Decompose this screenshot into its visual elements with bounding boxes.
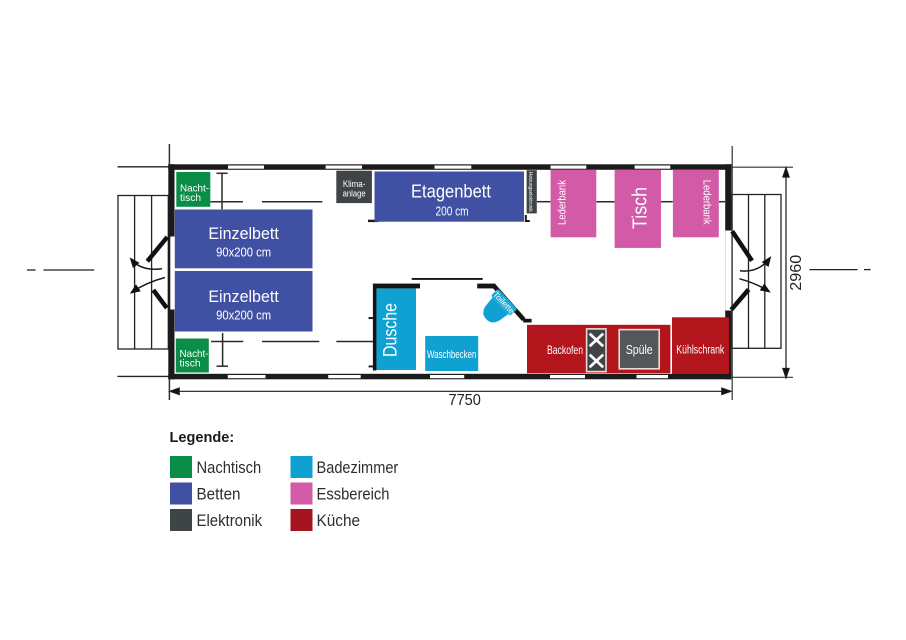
svg-text:Nachtisch: Nachtisch — [197, 459, 262, 477]
svg-text:Nacht-: Nacht- — [180, 349, 209, 360]
svg-text:Elektronik: Elektronik — [197, 512, 263, 530]
svg-text:Essbereich: Essbereich — [317, 486, 390, 504]
svg-text:Legende:: Legende: — [170, 430, 235, 446]
svg-text:Badezimmer: Badezimmer — [317, 459, 399, 477]
svg-text:Betten: Betten — [197, 486, 241, 504]
svg-text:7750: 7750 — [448, 392, 481, 409]
svg-text:tisch: tisch — [180, 359, 201, 370]
svg-text:anlage: anlage — [343, 189, 366, 199]
svg-text:tisch: tisch — [180, 193, 201, 204]
svg-text:90x200 cm: 90x200 cm — [216, 309, 271, 323]
svg-text:Tisch: Tisch — [630, 187, 652, 229]
svg-text:200 cm: 200 cm — [436, 204, 469, 219]
svg-text:Dusche: Dusche — [381, 303, 402, 357]
svg-text:Kühlschrank: Kühlschrank — [676, 344, 724, 356]
svg-text:Heizungselektronik: Heizungselektronik — [527, 172, 533, 212]
svg-text:Nacht-: Nacht- — [180, 183, 209, 194]
svg-text:Lederbank: Lederbank — [701, 180, 713, 225]
svg-text:Klima-: Klima- — [343, 179, 366, 189]
svg-text:Einzelbett: Einzelbett — [208, 224, 279, 243]
svg-text:2960: 2960 — [788, 254, 805, 290]
svg-text:Etagenbett: Etagenbett — [411, 180, 491, 201]
svg-text:90x200 cm: 90x200 cm — [216, 246, 271, 260]
svg-text:Waschbecken: Waschbecken — [427, 349, 476, 361]
svg-text:Spüle: Spüle — [626, 343, 653, 357]
svg-text:Backofen: Backofen — [547, 343, 583, 357]
svg-text:Einzelbett: Einzelbett — [208, 287, 279, 306]
svg-text:Lederbank: Lederbank — [557, 180, 569, 225]
svg-text:Küche: Küche — [317, 512, 361, 530]
